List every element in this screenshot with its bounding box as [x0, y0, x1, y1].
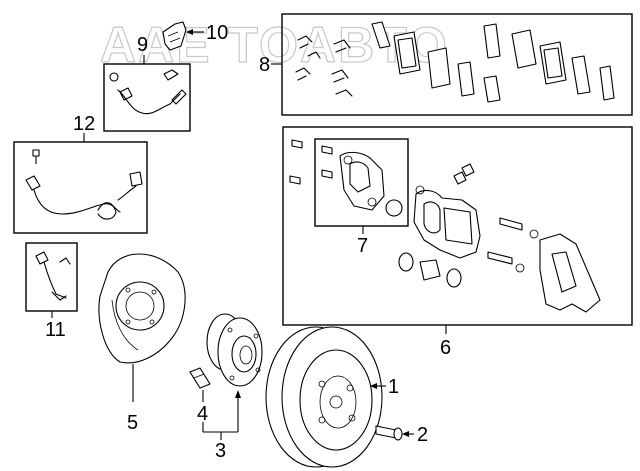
part-6-caliper-assembly — [289, 139, 601, 313]
part-11-box — [25, 242, 78, 312]
callout-11: 11 — [45, 319, 66, 341]
callout-9: 9 — [137, 34, 148, 56]
arrow-10 — [186, 29, 193, 35]
part-9-box — [103, 63, 191, 132]
part-8-brake-pads — [295, 21, 615, 103]
callout-4: 4 — [197, 403, 208, 425]
callout-7: 7 — [357, 235, 368, 257]
arrow-2 — [402, 431, 409, 437]
callout-12: 12 — [73, 113, 95, 135]
part-11-sensor — [35, 251, 71, 301]
callout-6: 6 — [440, 337, 451, 359]
part-9-brake-hose — [109, 69, 187, 115]
part-12-box — [13, 141, 148, 234]
part-12-abs-wire — [25, 149, 143, 220]
callout-1: 1 — [388, 376, 399, 398]
part-4-hub-stud — [189, 367, 211, 389]
callout-2: 2 — [417, 424, 428, 446]
part-7-actuator — [321, 145, 403, 217]
part-7-box — [314, 138, 409, 227]
part-6-box — [282, 126, 633, 326]
callout-3: 3 — [215, 440, 226, 462]
part-5-splash-shield — [98, 253, 186, 364]
part-10-bracket — [162, 21, 187, 51]
part-2-screw — [375, 425, 403, 441]
callout-10: 10 — [206, 22, 228, 44]
arrow-3 — [235, 390, 241, 398]
part-1-brake-disc — [265, 326, 383, 468]
part-3-hub-bearing — [206, 313, 263, 387]
callout-5: 5 — [127, 412, 138, 434]
arrow-1 — [370, 383, 377, 389]
callout-8: 8 — [259, 54, 270, 76]
